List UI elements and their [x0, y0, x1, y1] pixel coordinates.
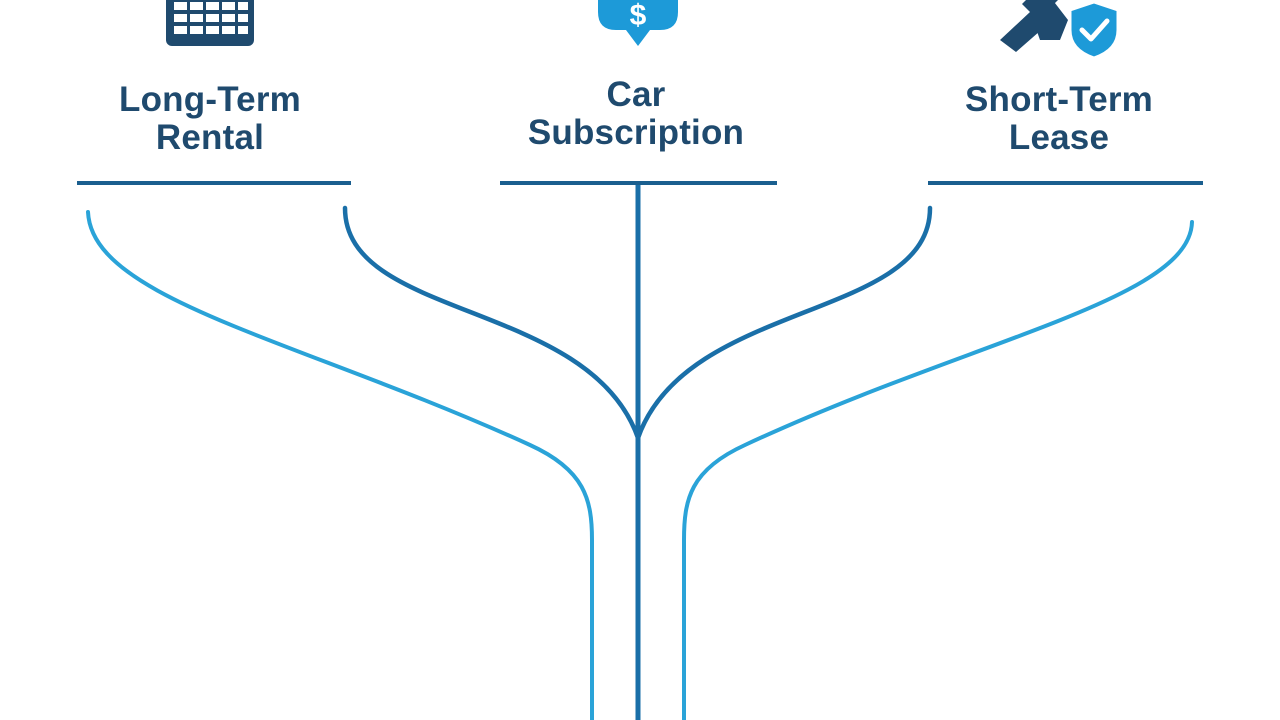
label-short-term-lease: Short-Term Lease: [909, 81, 1209, 157]
label-subscription-line2: Subscription: [527, 113, 745, 152]
label-long-term-line1: Long-Term: [119, 80, 301, 119]
key-shield-icon: [1000, 0, 1120, 60]
calendar-icon: [166, 0, 254, 46]
label-short-term-line2: Lease: [1008, 118, 1110, 157]
label-subscription-line1: Car: [606, 75, 666, 114]
dollar-chat-bubble-icon: $: [598, 0, 678, 46]
branch-outer-right: [682, 220, 1194, 720]
branch-inner-right: [635, 205, 933, 441]
svg-text:$: $: [630, 0, 647, 32]
branch-inner-left: [342, 205, 641, 441]
label-long-term-rental: Long-Term Rental: [60, 81, 360, 157]
label-car-subscription: Car Subscription: [486, 76, 786, 152]
label-short-term-line1: Short-Term: [964, 80, 1154, 119]
label-long-term-line2: Rental: [155, 118, 265, 157]
branch-outer-left: [86, 210, 594, 720]
